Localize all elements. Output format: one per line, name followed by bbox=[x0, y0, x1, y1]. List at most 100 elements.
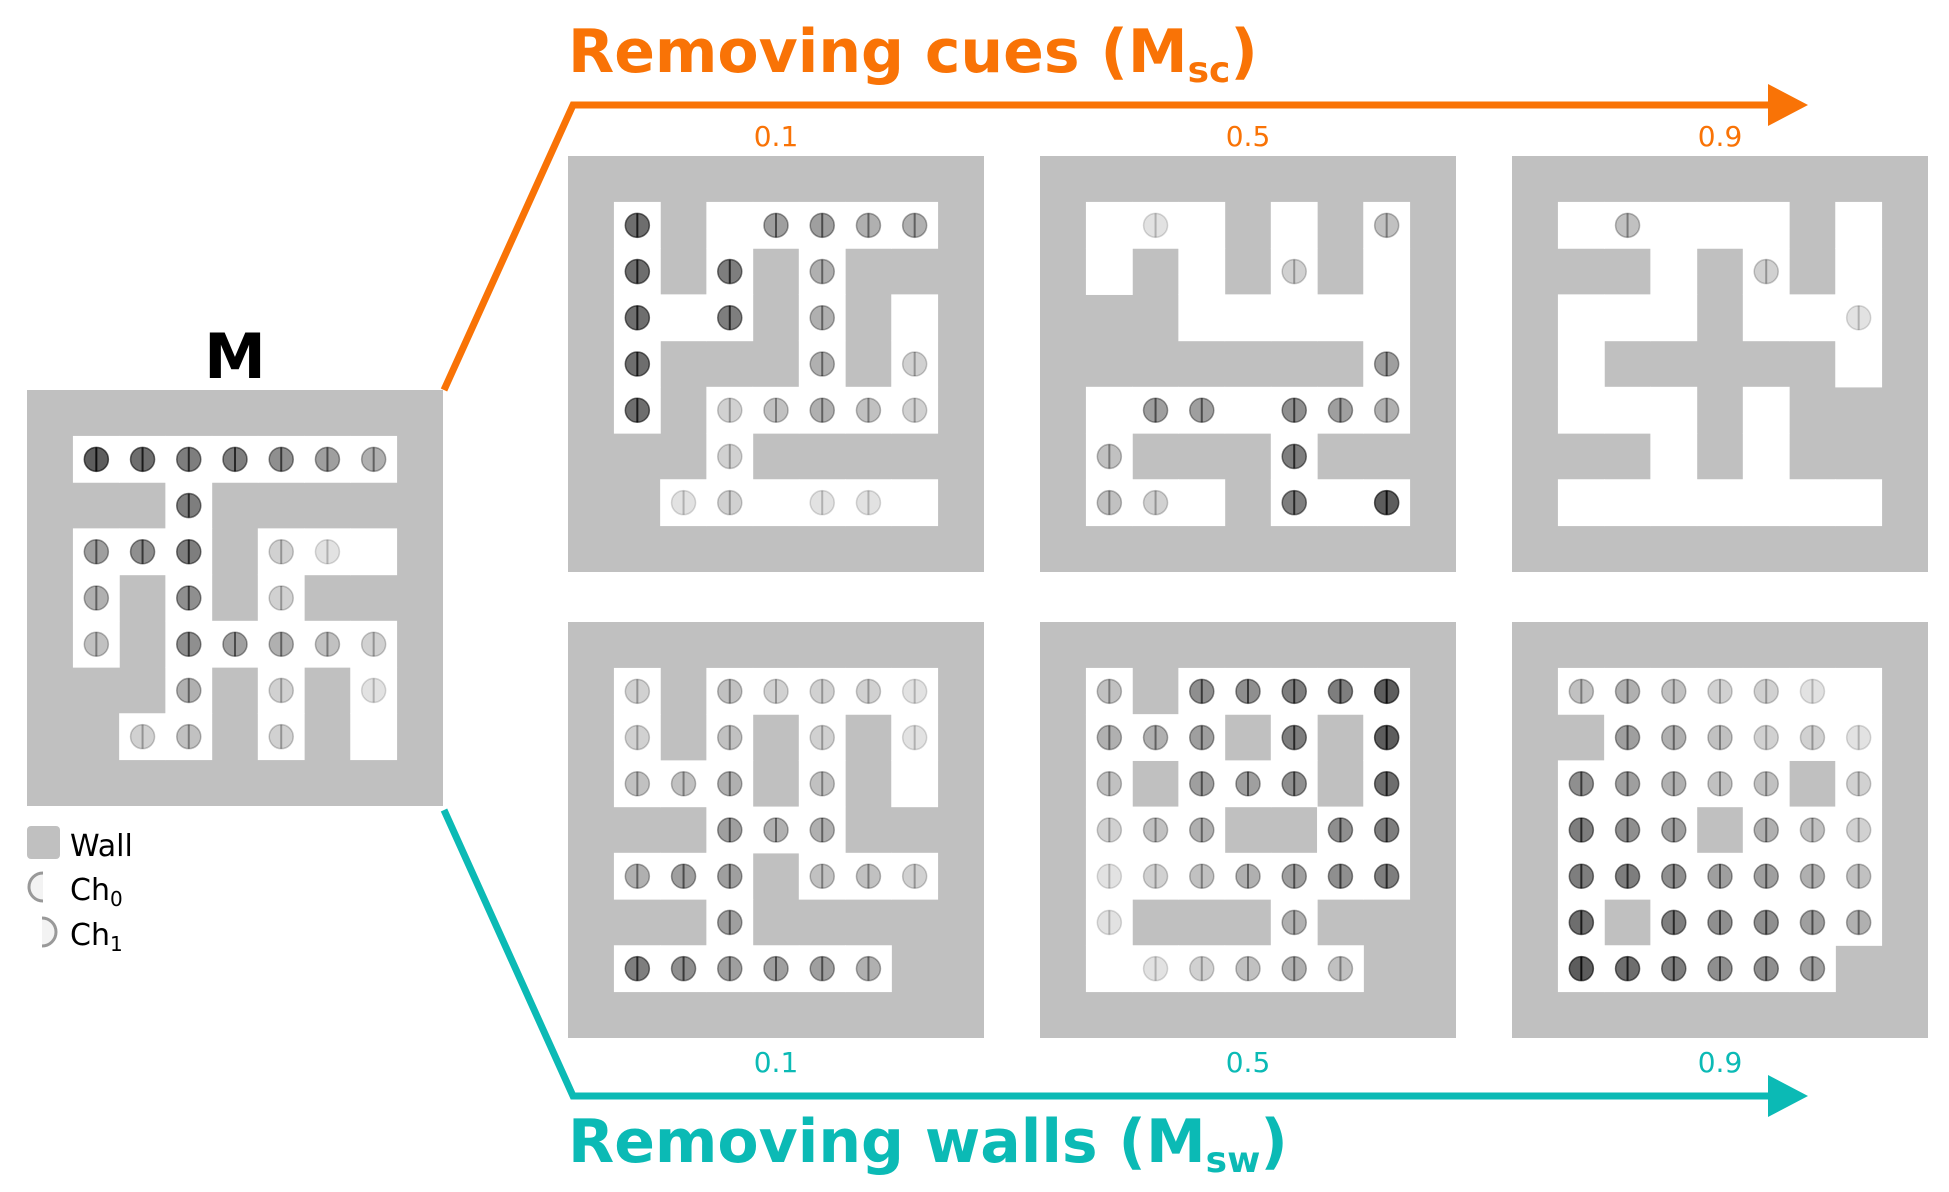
maze-open-cell bbox=[798, 852, 846, 900]
cue-dot-icon bbox=[809, 678, 835, 705]
maze-open-cell bbox=[1085, 899, 1133, 946]
cue-dot-icon bbox=[176, 492, 202, 519]
legend-ch1-sub: 1 bbox=[110, 932, 123, 956]
cue-dot-icon bbox=[1707, 771, 1733, 797]
cue-dot-icon bbox=[670, 771, 697, 797]
cues-level-label: 0.9 bbox=[1698, 120, 1743, 153]
cue-dot-icon bbox=[1845, 724, 1872, 751]
cue-dot-icon bbox=[1707, 724, 1733, 751]
cue-dot-circle bbox=[83, 585, 110, 611]
cue-dot-circle bbox=[1661, 771, 1687, 797]
cue-dot-circle bbox=[1661, 678, 1687, 705]
maze-open-cell bbox=[1085, 433, 1133, 480]
maze-open-cell bbox=[1557, 340, 1605, 388]
maze-open-cell bbox=[613, 714, 661, 761]
cue-dot-icon bbox=[1235, 771, 1261, 797]
cue-dot-icon bbox=[1281, 955, 1307, 982]
cue-dot-circle bbox=[809, 817, 835, 843]
cue-dot-icon bbox=[1096, 771, 1123, 797]
cue-dot-circle bbox=[1235, 955, 1261, 982]
cue-dot-icon bbox=[1707, 863, 1733, 889]
maze-open-cell bbox=[1835, 248, 1883, 295]
cue-dot-icon bbox=[763, 678, 789, 705]
maze-open-cell bbox=[1650, 433, 1698, 480]
cue-dot-circle bbox=[624, 678, 651, 705]
cues-title: Removing cues (Msc) bbox=[568, 17, 1258, 91]
cue-dot-icon bbox=[360, 677, 387, 704]
cue-dot-circle bbox=[855, 212, 882, 239]
cue-dot-circle bbox=[1799, 678, 1826, 705]
cue-dot-icon bbox=[809, 258, 835, 285]
maze-open-cell bbox=[613, 667, 661, 715]
cue-dot-icon bbox=[624, 863, 651, 889]
cue-dot-icon bbox=[1799, 909, 1826, 936]
cue-dot-icon bbox=[1568, 955, 1595, 982]
maze-open-cell bbox=[257, 574, 305, 622]
maze-open-cell bbox=[798, 386, 846, 434]
maze-open-cell bbox=[1085, 201, 1133, 249]
cue-dot-circle bbox=[624, 863, 651, 889]
cue-dot-circle bbox=[717, 443, 743, 470]
maze-open-cell bbox=[1696, 714, 1744, 761]
maze-open-cell bbox=[845, 945, 892, 993]
maze-open-cell bbox=[1835, 479, 1883, 527]
cue-dot-circle bbox=[1373, 397, 1400, 423]
cue-dot-circle bbox=[717, 489, 743, 516]
walls-title-sub: sw bbox=[1206, 1140, 1261, 1181]
original-maze bbox=[27, 390, 443, 806]
cues-arrow-line bbox=[440, 101, 1775, 392]
cue-dot-icon bbox=[1753, 724, 1779, 751]
cue-dot-circle bbox=[624, 771, 651, 797]
cue-dot-circle bbox=[1189, 955, 1215, 982]
cue-dot-icon bbox=[1373, 863, 1400, 889]
maze-open-cell bbox=[72, 620, 120, 668]
maze-open-cell bbox=[1085, 479, 1133, 527]
cue-dot-icon bbox=[624, 212, 651, 239]
maze-open-cell bbox=[613, 760, 661, 808]
cue-dot-icon bbox=[1327, 817, 1354, 843]
cue-dot-circle bbox=[1614, 212, 1641, 239]
maze-open-cell bbox=[706, 760, 754, 808]
cue-dot-circle bbox=[1614, 678, 1641, 705]
cue-dot-circle bbox=[809, 863, 835, 889]
cue-dot-circle bbox=[1753, 771, 1779, 797]
maze-open-cell bbox=[1085, 248, 1133, 295]
cue-dot-circle bbox=[1845, 771, 1872, 797]
cue-dot-circle bbox=[1707, 724, 1733, 751]
cue-dot-icon bbox=[1281, 489, 1307, 516]
cue-dot-icon bbox=[1614, 817, 1641, 843]
maze-open-cell bbox=[1224, 386, 1272, 434]
cue-dot-icon bbox=[809, 817, 835, 843]
maze-open-cell bbox=[1650, 714, 1698, 761]
original-maze-label: M bbox=[204, 320, 266, 393]
cue-dot-icon bbox=[314, 539, 341, 565]
maze-open-cell bbox=[798, 760, 846, 808]
cue-dot-circle bbox=[1096, 489, 1123, 516]
cue-dot-circle bbox=[670, 771, 697, 797]
maze-open-cell bbox=[660, 479, 707, 527]
maze-open-cell bbox=[257, 620, 305, 668]
cue-dot-circle bbox=[809, 724, 835, 751]
maze-open-cell bbox=[1178, 806, 1226, 854]
cue-dot-circle bbox=[855, 955, 882, 982]
cue-dot-circle bbox=[1096, 909, 1123, 936]
cue-dot-icon bbox=[314, 446, 341, 473]
maze-open-cell bbox=[798, 479, 846, 527]
maze-open-cell bbox=[1789, 294, 1836, 342]
cue-dot-icon bbox=[855, 397, 882, 423]
maze-open-cell bbox=[752, 479, 800, 527]
cue-dot-icon bbox=[1327, 678, 1354, 705]
walls-arrow bbox=[440, 808, 1808, 1117]
cue-dot-icon bbox=[855, 955, 882, 982]
maze-open-cell bbox=[1085, 852, 1133, 900]
maze-open-cell bbox=[1835, 899, 1883, 946]
cue-dot-icon bbox=[1142, 724, 1169, 751]
walls-maze bbox=[1040, 622, 1456, 1038]
maze-open-cell bbox=[891, 479, 939, 527]
cue-dot-icon bbox=[624, 724, 651, 751]
maze-open-cell bbox=[752, 386, 800, 434]
cue-dot-circle bbox=[1845, 724, 1872, 751]
maze-open-cell bbox=[304, 528, 351, 576]
cues-level-label: 0.1 bbox=[754, 120, 799, 153]
maze-open-cell bbox=[845, 667, 892, 715]
